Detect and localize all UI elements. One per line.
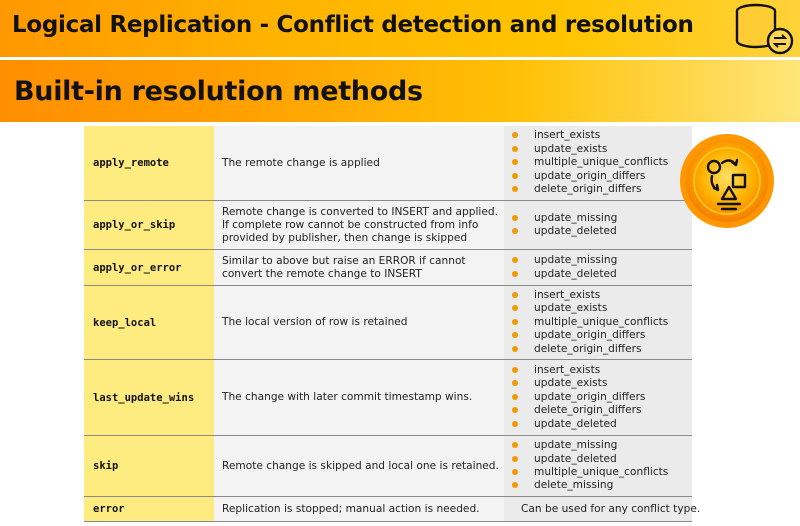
bullet-icon [512, 455, 518, 462]
conflicts-cell: insert_exists update_exists multiple_uni… [504, 126, 692, 200]
resolution-methods-table: apply_remote The remote change is applie… [84, 126, 701, 522]
method-cell: keep_local [84, 286, 214, 359]
conflict-type: update_exists [512, 302, 692, 315]
conflict-type: multiple_unique_conflicts [512, 316, 692, 329]
conflicts-cell: update_missing update_deleted [504, 250, 692, 285]
bullet-icon [512, 145, 518, 152]
conflicts-cell: update_missing update_deleted [504, 201, 692, 249]
conflict-type: update_deleted [512, 268, 692, 281]
conflict-type: update_missing [512, 254, 692, 267]
conflict-type: update_missing [512, 439, 692, 452]
conflict-type: multiple_unique_conflicts [512, 156, 692, 169]
conflicts-cell: insert_exists update_exists update_origi… [504, 360, 692, 435]
table-row: error Replication is stopped; manual act… [84, 497, 701, 522]
description-cell: Similar to above but raise an ERROR if c… [214, 250, 504, 285]
conflict-type: update_missing [512, 212, 692, 225]
bullet-icon [512, 132, 518, 139]
conflict-type: update_origin_differs [512, 391, 692, 404]
bullet-icon [512, 469, 518, 475]
description-cell: The remote change is applied [214, 126, 504, 200]
conflict-type: update_exists [512, 377, 692, 390]
bullet-icon [512, 214, 518, 221]
method-cell: error [84, 497, 214, 521]
description-cell: Remote change is skipped and local one i… [214, 436, 504, 496]
bullet-icon [512, 442, 518, 449]
conflict-type: delete_origin_differs [512, 404, 692, 417]
subtitle-bar: Built-in resolution methods [0, 60, 800, 122]
table-row: apply_or_error Similar to above but rais… [84, 250, 692, 286]
conflict-type: update_origin_differs [512, 329, 692, 342]
table-row: skip Remote change is skipped and local … [84, 436, 692, 497]
header-divider [0, 57, 800, 60]
bullet-icon [512, 257, 518, 264]
bullet-icon [512, 380, 518, 387]
conflicts-cell: update_missing update_deleted multiple_u… [504, 436, 692, 496]
bullet-icon [512, 270, 518, 277]
conflict-type: insert_exists [512, 364, 692, 377]
conflict-type: update_origin_differs [512, 170, 692, 183]
bullet-icon [512, 159, 518, 166]
bullet-icon [512, 291, 518, 298]
bullet-icon [512, 332, 518, 339]
bullet-icon [512, 345, 518, 352]
bullet-icon [512, 318, 518, 325]
description-cell: The local version of row is retained [214, 286, 504, 359]
conflict-type: multiple_unique_conflicts [512, 466, 692, 479]
description-cell: Remote change is converted to INSERT and… [214, 201, 504, 249]
conflicts-cell: insert_exists update_exists multiple_uni… [504, 286, 692, 359]
method-cell: apply_or_skip [84, 201, 214, 249]
conflict-type: update_deleted [512, 453, 692, 466]
conflict-type: delete_origin_differs [512, 343, 692, 356]
description-cell: The change with later commit timestamp w… [214, 360, 504, 435]
bullet-icon [512, 186, 518, 193]
conflict-type: delete_origin_differs [512, 183, 692, 196]
table-row: last_update_wins The change with later c… [84, 360, 692, 436]
description-cell: Replication is stopped; manual action is… [214, 497, 504, 521]
bullet-icon [512, 172, 518, 179]
method-cell: apply_remote [84, 126, 214, 200]
conflict-type: insert_exists [512, 289, 692, 302]
method-cell: skip [84, 436, 214, 496]
table-row: apply_or_skip Remote change is converted… [84, 201, 692, 250]
bullet-icon [512, 228, 518, 234]
bullet-icon [512, 407, 518, 414]
bullet-icon [512, 393, 518, 400]
section-title: Built-in resolution methods [14, 76, 423, 107]
table-row: apply_remote The remote change is applie… [84, 126, 692, 201]
conflict-type: insert_exists [512, 129, 692, 142]
conflict-type: update_deleted [512, 225, 692, 238]
slide-title: Logical Replication - Conflict detection… [12, 12, 694, 38]
bullet-icon [512, 482, 518, 489]
conflict-type: update_exists [512, 143, 692, 156]
conflict-type: delete_missing [512, 479, 692, 492]
bullet-icon [512, 366, 518, 373]
conflict-type: update_deleted [512, 418, 692, 431]
title-bar: Logical Replication - Conflict detection… [0, 0, 800, 57]
shapes-resolution-icon [680, 134, 774, 228]
conflicts-cell: Can be used for any conflict type. [504, 497, 701, 521]
bullet-icon [512, 305, 518, 312]
conflict-note: Can be used for any conflict type. [521, 503, 701, 515]
table-row: keep_local The local version of row is r… [84, 286, 692, 360]
bullet-icon [512, 420, 518, 427]
method-cell: last_update_wins [84, 360, 214, 435]
database-sync-icon [735, 3, 794, 55]
method-cell: apply_or_error [84, 250, 214, 285]
